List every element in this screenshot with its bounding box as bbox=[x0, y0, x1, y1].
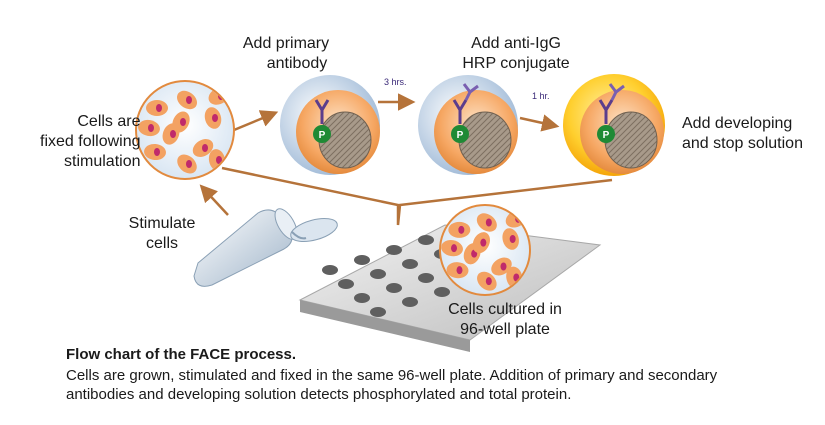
label-anti-igg: Add anti-IgG HRP conjugate bbox=[456, 34, 576, 74]
cell-nucleus bbox=[216, 156, 222, 164]
label-line: Cells cultured in bbox=[448, 301, 562, 318]
label-stimulate: Stimulate cells bbox=[122, 214, 202, 254]
primary-antibody-cell: P bbox=[280, 75, 380, 175]
developing-cell: P bbox=[563, 74, 665, 176]
plate-well bbox=[322, 265, 338, 275]
cell-nucleus bbox=[170, 130, 176, 138]
cell-nucleus bbox=[202, 144, 208, 152]
label-line: and stop solution bbox=[682, 135, 803, 152]
cell-nucleus bbox=[456, 266, 463, 275]
cell-nucleus bbox=[500, 262, 507, 271]
plate-well bbox=[338, 279, 354, 289]
label-line: Add primary bbox=[242, 35, 330, 52]
phospho-site bbox=[313, 125, 331, 143]
cell-nucleus bbox=[180, 118, 186, 126]
cell-nucleus bbox=[485, 218, 492, 227]
cell-nucleus bbox=[451, 244, 457, 253]
cell-nucleus bbox=[154, 148, 160, 156]
cell-nucleus bbox=[509, 235, 516, 243]
time-1hr: 1 hr. bbox=[532, 91, 550, 101]
plate-well bbox=[434, 287, 450, 297]
plate-well bbox=[386, 283, 402, 293]
anti-igg-cell: P bbox=[418, 75, 518, 175]
arrow-anti-to-developing bbox=[519, 114, 560, 132]
arrow-stimulate-to-cells bbox=[199, 184, 229, 216]
cell-nucleus bbox=[212, 114, 218, 122]
plate-well bbox=[370, 269, 386, 279]
cell-nucleus bbox=[480, 238, 487, 247]
phospho-site bbox=[451, 125, 469, 143]
cell-nucleus bbox=[156, 104, 162, 112]
cell-nucleus bbox=[186, 96, 192, 104]
flow-arrows bbox=[199, 93, 613, 226]
label-line: cells bbox=[145, 235, 178, 252]
phospho-label: P bbox=[319, 130, 326, 141]
cell-nucleus bbox=[485, 277, 492, 286]
label-line: Add anti-IgG bbox=[471, 35, 561, 52]
secondary-antibody bbox=[462, 83, 479, 101]
cell-nucleus bbox=[458, 225, 465, 234]
primary-antibody bbox=[598, 99, 614, 124]
plate-well bbox=[402, 297, 418, 307]
primary-antibody bbox=[314, 99, 330, 124]
label-fixed-cells: Cells are fixed following stimulation bbox=[40, 112, 141, 172]
microtube bbox=[193, 208, 338, 287]
primary-antibody bbox=[452, 99, 468, 124]
label-cultured: Cells cultured in 96-well plate bbox=[440, 300, 570, 340]
label-line: Add developing bbox=[682, 115, 793, 132]
cell-nucleus bbox=[186, 160, 192, 168]
plate-well bbox=[402, 259, 418, 269]
well-cells-circle bbox=[439, 204, 531, 296]
plate-well bbox=[354, 293, 370, 303]
label-line: 96-well plate bbox=[460, 321, 550, 338]
plate-well bbox=[418, 235, 434, 245]
plate-well bbox=[354, 255, 370, 265]
arrow-fixed-to-primary bbox=[233, 110, 279, 132]
time-3hrs: 3 hrs. bbox=[384, 77, 407, 87]
label-developing: Add developing and stop solution bbox=[682, 114, 804, 154]
plate-well bbox=[418, 273, 434, 283]
caption-body: Cells are grown, stimulated and fixed in… bbox=[66, 367, 718, 403]
convergence-lines bbox=[221, 166, 613, 226]
phospho-label: P bbox=[603, 130, 610, 141]
label-line: Cells are bbox=[77, 113, 141, 130]
fixed-cells-circle bbox=[135, 80, 235, 180]
cell-nucleus bbox=[148, 124, 154, 132]
phospho-label: P bbox=[457, 130, 464, 141]
label-primary-antibody: Add primary antibody bbox=[240, 34, 332, 74]
label-line: fixed following bbox=[40, 133, 141, 150]
caption-title: Flow chart of the FACE process. bbox=[66, 346, 297, 363]
label-line: stimulation bbox=[64, 153, 141, 170]
secondary-antibody bbox=[608, 83, 625, 101]
label-line: antibody bbox=[266, 55, 328, 72]
phospho-site bbox=[597, 125, 615, 143]
label-line: HRP conjugate bbox=[462, 55, 570, 72]
label-line: Stimulate bbox=[128, 215, 196, 232]
plate-well bbox=[386, 245, 402, 255]
plate-well bbox=[370, 307, 386, 317]
